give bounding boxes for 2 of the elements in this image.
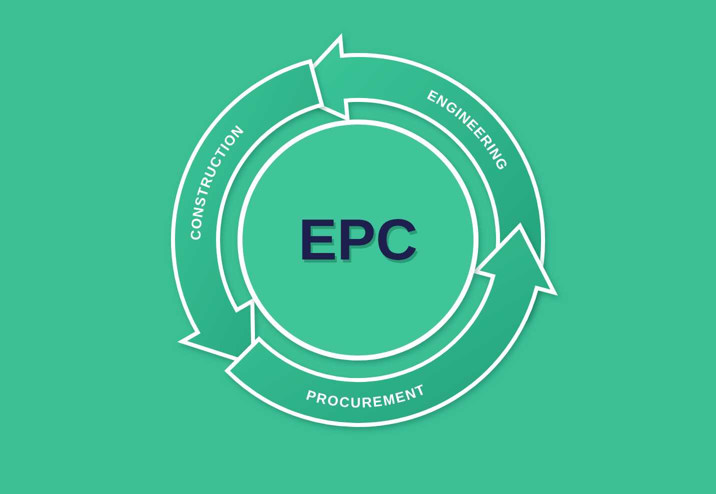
arrow-label: PROCUREMENT [304,380,428,411]
center-label: EPC [298,208,418,272]
